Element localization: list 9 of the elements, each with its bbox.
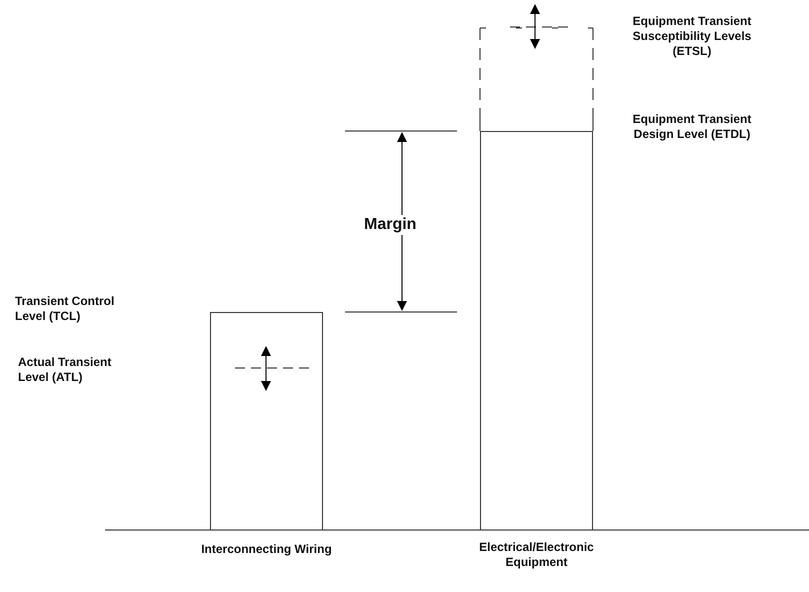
level-label: Transient Control Level (TCL) [15,294,116,324]
level-label: Actual Transient Level (ATL) [18,355,112,385]
bar-label: Electrical/Electronic Equipment [478,540,595,570]
bar [480,131,593,530]
bar-label: Interconnecting Wiring [200,542,333,557]
bar [210,312,323,530]
dimension-label: Margin [362,215,418,235]
level-label: Equipment Transient Susceptibility Levels (ETSL) [632,14,752,59]
level-label: Equipment Transient Design Level (ETDL) [632,112,752,142]
